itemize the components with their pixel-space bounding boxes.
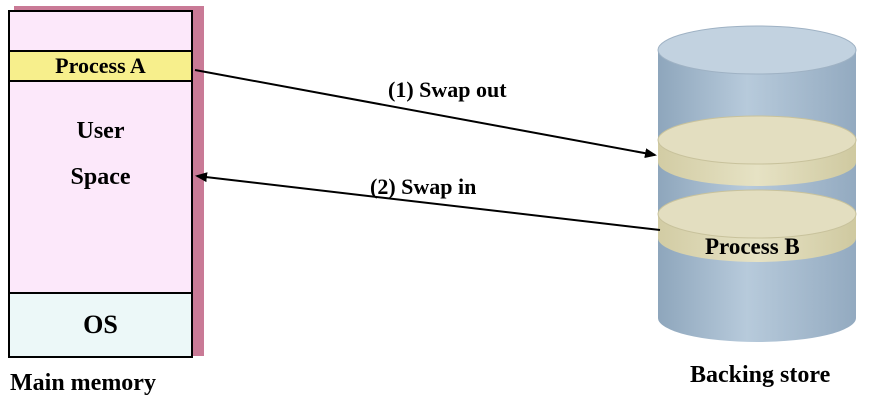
process-a-label: Process A bbox=[55, 53, 146, 78]
os-label: OS bbox=[83, 310, 118, 339]
user-space-line2: Space bbox=[70, 164, 131, 190]
backing-store-slot-process-b bbox=[657, 189, 857, 262]
backing-store-slot-1 bbox=[657, 115, 857, 186]
swap-in-label: (2) Swap in bbox=[370, 174, 476, 199]
process-a-region: Process A bbox=[8, 50, 193, 82]
backing-store-caption: Backing store bbox=[690, 362, 831, 388]
swap-in-arrow bbox=[195, 172, 661, 231]
user-space-line1: User bbox=[76, 118, 125, 144]
os-region: OS bbox=[8, 292, 193, 358]
user-space-label: User Space bbox=[8, 108, 193, 200]
swap-out-label: (1) Swap out bbox=[388, 77, 507, 102]
swap-out-arrow bbox=[194, 69, 657, 159]
main-memory-caption: Main memory bbox=[10, 370, 156, 396]
process-b-label: Process B bbox=[705, 234, 800, 259]
